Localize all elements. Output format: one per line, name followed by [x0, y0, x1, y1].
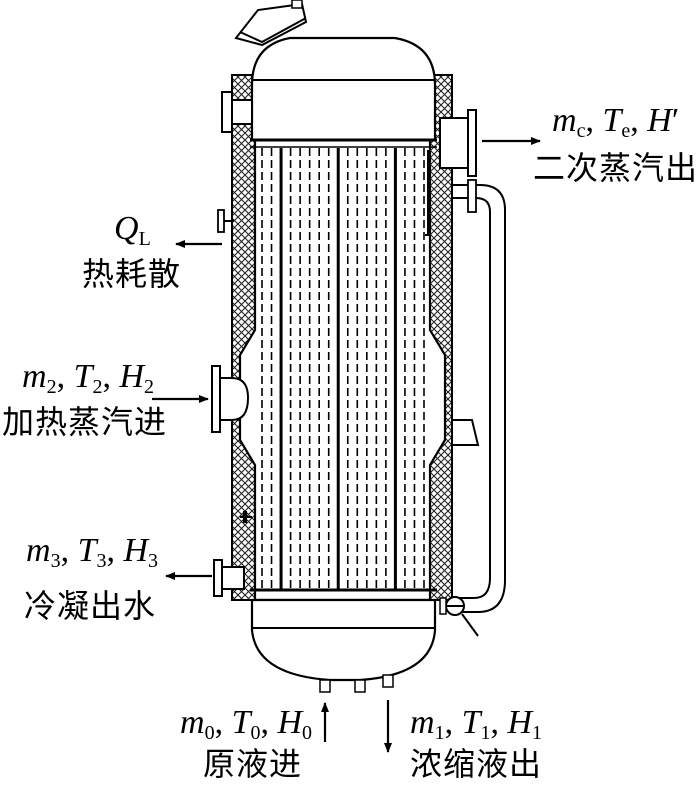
support-bracket — [451, 419, 480, 446]
circulation-pipe — [439, 179, 506, 637]
vapor-out-label: 二次蒸汽出 — [533, 149, 699, 187]
level-mark — [240, 511, 252, 523]
steam-inlet-nozzle — [211, 365, 250, 433]
heat-loss-label: 热耗散 — [82, 255, 182, 293]
top-head — [250, 36, 437, 148]
concentrate-out-symbols: m1, T1, H1 — [410, 704, 543, 744]
manhole-cover — [234, 0, 308, 47]
heat-loss-symbols: QL — [114, 210, 151, 250]
condensate-out-label: 冷凝出水 — [24, 587, 157, 625]
vapor-outlet-nozzle — [439, 109, 477, 177]
feed-in-label: 原液进 — [203, 745, 303, 783]
top-left-flange — [221, 91, 253, 133]
tube-bundle — [261, 148, 425, 590]
flow-arrows — [152, 137, 541, 753]
baffle-right — [425, 150, 429, 236]
condensate-outlet-nozzle — [213, 559, 245, 597]
feed-in-symbols: m0, T0, H0 — [180, 704, 313, 744]
condensate-out-symbols: m3, T3, H3 — [26, 532, 159, 572]
concentrate-out-label: 浓缩液出 — [410, 745, 543, 783]
heat-loss-stub — [217, 209, 234, 233]
steam-in-symbols: m2, T2, H2 — [22, 358, 155, 398]
bottom-head — [250, 588, 437, 693]
steam-in-label: 加热蒸汽进 — [2, 403, 168, 441]
vapor-out-symbols: mc, Te, H′ — [552, 102, 680, 142]
